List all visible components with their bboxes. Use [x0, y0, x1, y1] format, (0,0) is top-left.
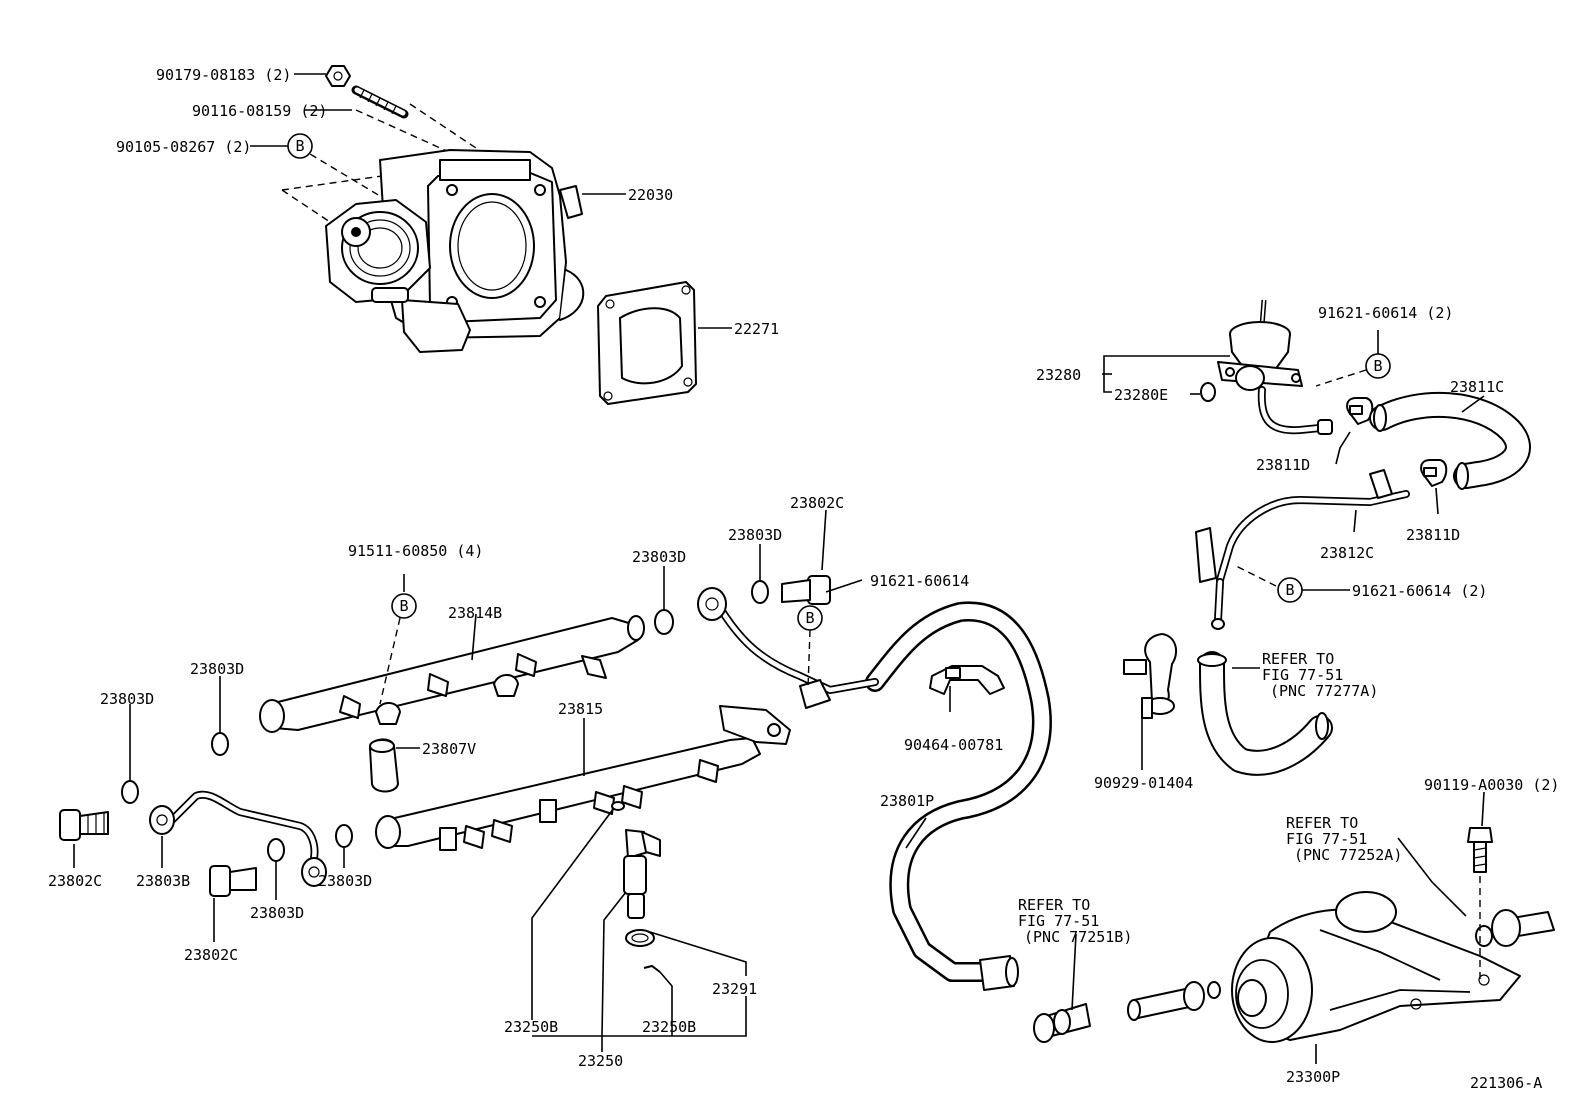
marker-b-2: B	[1365, 353, 1391, 379]
marker-b-5: B	[797, 605, 823, 631]
label-23803D-a: 23803D	[728, 526, 782, 544]
label-23811D-b: 23811D	[1406, 526, 1460, 544]
label-23291: 23291	[712, 980, 757, 998]
label-22271: 22271	[734, 320, 779, 338]
svg-text:REFER TO: REFER TO	[1262, 650, 1334, 668]
clamp-90929	[1123, 633, 1178, 719]
bolt-23802C-left	[59, 809, 109, 841]
label-23803D-e: 23803D	[318, 872, 372, 890]
fuel-filter-line-77251B	[1033, 981, 1221, 1043]
nut-90179	[325, 65, 351, 87]
svg-text:FIG 77-51: FIG 77-51	[1262, 666, 1343, 684]
marker-b-3: B	[1277, 577, 1303, 603]
label-23250B-a: 23250B	[504, 1018, 558, 1036]
label-23811C: 23811C	[1450, 378, 1504, 396]
svg-text:(PNC 77277A): (PNC 77277A)	[1270, 682, 1378, 700]
label-22030: 22030	[628, 186, 673, 204]
throttle-body-22030	[281, 65, 585, 353]
label-23802C-b: 23802C	[48, 872, 102, 890]
washer-23803D-f	[751, 580, 769, 604]
label-23801P: 23801P	[880, 792, 934, 810]
label-91621-a: 91621-60614 (2)	[1318, 304, 1453, 322]
svg-text:(PNC 77251B): (PNC 77251B)	[1024, 928, 1132, 946]
washer-23803D-c	[267, 838, 285, 862]
fuel-rail-23815	[375, 705, 791, 851]
reference-77252A: REFER TO FIG 77-51 (PNC 77252A)	[1286, 814, 1402, 864]
clamp-90464	[929, 665, 1005, 695]
svg-text:B: B	[805, 609, 814, 627]
reference-77251B: REFER TO FIG 77-51 (PNC 77251B)	[1018, 896, 1132, 946]
diagram-id: 221306-A	[1470, 1074, 1542, 1092]
label-91621-b: 91621-60614 (2)	[1352, 582, 1487, 600]
svg-text:B: B	[295, 137, 304, 155]
label-23803D-c: 23803D	[190, 660, 244, 678]
gasket-22271	[597, 281, 697, 405]
clamp-23811D-lower	[1420, 459, 1448, 487]
washer-23803D-e	[654, 609, 674, 635]
label-23280: 23280	[1036, 366, 1081, 384]
damper-23807V	[369, 738, 399, 793]
label-23814B: 23814B	[448, 604, 502, 622]
label-91621-c: 91621-60614	[870, 572, 969, 590]
label-23815: 23815	[558, 700, 603, 718]
label-90116: 90116-08159 (2)	[192, 102, 327, 120]
bolt-23802C-top	[781, 575, 831, 605]
svg-text:B: B	[1373, 357, 1382, 375]
label-90179: 90179-08183 (2)	[156, 66, 291, 84]
stud-90116	[351, 85, 409, 119]
bolt-90119	[1467, 827, 1493, 980]
hose-23811C	[1369, 391, 1531, 490]
washer-23803D-b	[211, 732, 229, 756]
svg-text:REFER TO: REFER TO	[1286, 814, 1358, 832]
callout-labels: 90179-08183 (2) 90116-08159 (2) 90105-08…	[48, 66, 1559, 1092]
label-23803D-d: 23803D	[100, 690, 154, 708]
label-91511: 91511-60850 (4)	[348, 542, 483, 560]
label-23811D-a: 23811D	[1256, 456, 1310, 474]
svg-text:FIG 77-51: FIG 77-51	[1286, 830, 1367, 848]
washer-23803D-a	[121, 780, 139, 804]
label-23280E: 23280E	[1114, 386, 1168, 404]
label-90119: 90119-A0030 (2)	[1424, 776, 1559, 794]
label-23803B: 23803B	[136, 872, 190, 890]
reference-77277A: REFER TO FIG 77-51 (PNC 77277A)	[1262, 650, 1378, 700]
hose-77277A	[1197, 651, 1333, 776]
label-23300P: 23300P	[1286, 1068, 1340, 1086]
svg-text:B: B	[1285, 581, 1294, 599]
pipe-23803B	[149, 790, 327, 887]
fuel-rail-23814B	[259, 615, 645, 733]
label-23803D-f: 23803D	[250, 904, 304, 922]
label-23803D-b: 23803D	[632, 548, 686, 566]
marker-b-4: B	[391, 593, 417, 619]
svg-text:FIG 77-51: FIG 77-51	[1018, 912, 1099, 930]
washer-23803D-d	[335, 824, 353, 848]
label-23802C-c: 23802C	[184, 946, 238, 964]
label-90105: 90105-08267 (2)	[116, 138, 251, 156]
fuel-filter-23300P	[1231, 891, 1555, 1043]
pipe-23801P	[697, 587, 1052, 991]
label-23250B-b: 23250B	[642, 1018, 696, 1036]
label-23250: 23250	[578, 1052, 623, 1070]
pipe-23812C	[1195, 469, 1410, 630]
pressure-regulator-23280	[1200, 299, 1333, 435]
svg-text:REFER TO: REFER TO	[1018, 896, 1090, 914]
label-90929: 90929-01404	[1094, 774, 1193, 792]
bolt-23802C-lower	[209, 865, 257, 897]
label-23807V: 23807V	[422, 740, 476, 758]
injector-23250	[611, 801, 661, 973]
marker-b-1: B	[287, 133, 313, 159]
label-23802C-a: 23802C	[790, 494, 844, 512]
label-90464: 90464-00781	[904, 736, 1003, 754]
label-23812C: 23812C	[1320, 544, 1374, 562]
svg-text:B: B	[399, 597, 408, 615]
clamp-23811D-upper	[1346, 397, 1374, 425]
svg-text:(PNC 77252A): (PNC 77252A)	[1294, 846, 1402, 864]
leader-lines	[73, 73, 1485, 1064]
